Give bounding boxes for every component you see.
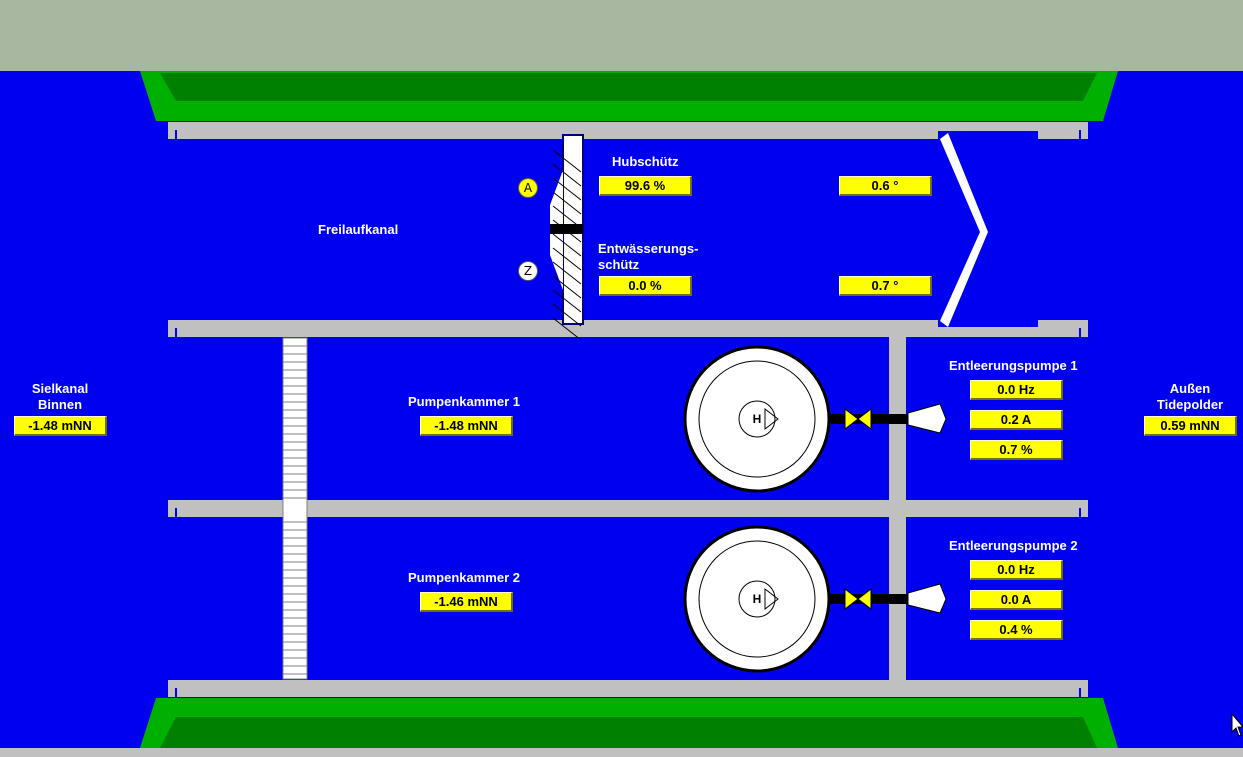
top-bar bbox=[0, 0, 1243, 71]
pumpenkammer-2-label: Pumpenkammer 2 bbox=[408, 570, 520, 585]
pump-2-percent[interactable]: 0.4 % bbox=[970, 620, 1063, 640]
flap-gate-upper bbox=[940, 133, 988, 232]
bottom-dam bbox=[140, 698, 1118, 748]
pump-1-percent[interactable]: 0.7 % bbox=[970, 440, 1063, 460]
pump-2-frequency[interactable]: 0.0 Hz bbox=[970, 560, 1063, 580]
pump-1-label: Entleerungspumpe 1 bbox=[949, 358, 1078, 373]
pump-1-frequency[interactable]: 0.0 Hz bbox=[970, 380, 1063, 400]
trash-rack bbox=[282, 337, 308, 680]
top-dam bbox=[140, 71, 1118, 121]
bottom-bar bbox=[0, 748, 1243, 757]
pumpenkammer-1-value[interactable]: -1.48 mNN bbox=[420, 416, 513, 436]
sielkanal-level-value[interactable]: -1.48 mNN bbox=[14, 416, 107, 436]
freilaufkanal-label: Freilaufkanal bbox=[318, 222, 399, 237]
flap-angle-upper[interactable]: 0.6 ° bbox=[839, 176, 932, 196]
pumpenkammer-1-label: Pumpenkammer 1 bbox=[408, 394, 520, 409]
hub-gate bbox=[550, 134, 584, 341]
entwaesserung-value[interactable]: 0.0 % bbox=[599, 276, 692, 296]
pump-1-current[interactable]: 0.2 A bbox=[970, 410, 1063, 430]
sielkanal-label-line-2: Binnen bbox=[37, 397, 83, 412]
sielkanal-label-line-1: Sielkanal bbox=[31, 381, 89, 396]
hubschuetz-label: Hubschütz bbox=[612, 154, 679, 169]
entwaesserung-label-line-2: schütz bbox=[598, 257, 640, 272]
aussen-level-value[interactable]: 0.59 mNN bbox=[1144, 416, 1237, 436]
pump-1-graphic bbox=[683, 345, 947, 493]
gate-closed-marker[interactable]: Z bbox=[518, 261, 538, 281]
entwaesserung-label-line-1: Entwässerungs- bbox=[598, 241, 699, 256]
hubschuetz-value[interactable]: 99.6 % bbox=[599, 176, 692, 196]
aussen-label-line-2: Tidepolder bbox=[1156, 397, 1224, 412]
wall-notches bbox=[175, 130, 1081, 698]
gate-open-marker[interactable]: A bbox=[518, 178, 538, 198]
aussen-label-line-1: Außen bbox=[1169, 381, 1211, 396]
flap-angle-lower[interactable]: 0.7 ° bbox=[839, 276, 932, 296]
pumpenkammer-2-value[interactable]: -1.46 mNN bbox=[420, 592, 513, 612]
pump-2-label: Entleerungspumpe 2 bbox=[949, 538, 1078, 553]
pump-2-symbol[interactable]: H bbox=[752, 592, 762, 606]
pump-2-graphic bbox=[683, 525, 947, 673]
mouse-cursor-icon bbox=[1231, 712, 1243, 737]
pump-1-symbol[interactable]: H bbox=[752, 412, 762, 426]
pump-2-current[interactable]: 0.0 A bbox=[970, 590, 1063, 610]
flap-gate-lower bbox=[940, 232, 988, 327]
